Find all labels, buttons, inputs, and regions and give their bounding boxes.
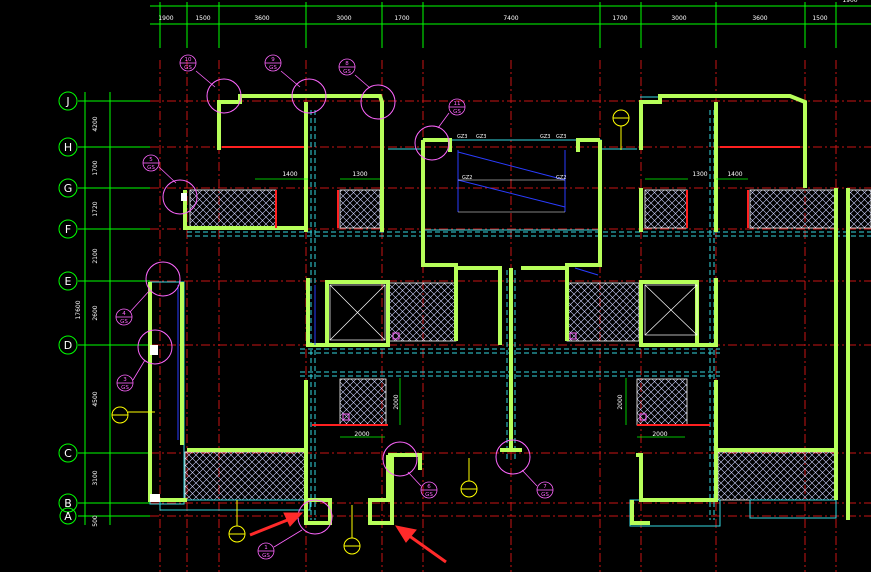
left-dim-7: 3100 (92, 470, 99, 485)
stair-label-1: GZ3 (457, 134, 467, 140)
stair-labels: GZ3 GZ3 GZ3 GZ3 GZ2 GZ2 (457, 134, 566, 181)
callout-9: 9 (271, 57, 275, 63)
walls (148, 94, 850, 525)
left-dim-4: 2100 (92, 248, 99, 263)
column-highlight-circles (137, 78, 531, 535)
stair-label-5: GZ2 (462, 175, 472, 181)
callout-3: 3 (123, 377, 127, 383)
inner-dimension-labels: 1400 1300 1300 1400 2000 2000 2000 2000 (282, 171, 742, 438)
red-wall-lines (222, 146, 800, 426)
hatched-slabs (184, 189, 871, 501)
axis-D: D (64, 339, 72, 352)
callout-1-ref: GS (262, 553, 270, 559)
axis-A: A (64, 510, 72, 523)
top-dim-11: 1900 (842, 0, 857, 4)
left-axis-letters: J H G F E D C B A (64, 95, 73, 523)
top-dim-9: 3600 (752, 15, 767, 22)
stair-label-6: GZ2 (556, 175, 566, 181)
left-dimension-labels: 4200 1700 1720 2100 2600 4500 3100 500 1… (75, 116, 99, 527)
stair-tread-lines (458, 179, 565, 213)
dim-2000-c: 2000 (393, 394, 400, 409)
axis-B: B (64, 497, 72, 510)
top-dim-4: 3000 (336, 15, 351, 22)
callout-4: 4 (122, 311, 126, 317)
top-dim-8: 3000 (671, 15, 686, 22)
dim-1400-right: 1400 (727, 171, 742, 178)
top-dim-7: 1700 (612, 15, 627, 22)
axis-G: G (64, 182, 73, 195)
callout-5-ref: GS (147, 165, 155, 171)
top-dim-3: 3600 (254, 15, 269, 22)
blue-lines (177, 150, 599, 440)
annotation-arrows (249, 512, 447, 564)
left-dim-6: 4500 (92, 391, 99, 406)
stair-label-3: GZ3 (540, 134, 550, 140)
top-dim-10: 1500 (812, 15, 827, 22)
callout-11: 11 (454, 101, 461, 107)
left-dim-5: 2600 (92, 305, 99, 320)
callout-3-ref: GS (121, 385, 129, 391)
top-dimension-line (150, 2, 871, 48)
elevator-shafts (329, 284, 698, 341)
callout-bubbles (115, 54, 554, 560)
left-total: 17600 (75, 300, 82, 319)
left-dim-8: 500 (92, 515, 99, 527)
callout-11-ref: GS (453, 109, 461, 115)
axis-C: C (64, 447, 72, 460)
callout-6-ref: GS (425, 492, 433, 498)
axis-J: J (65, 95, 69, 108)
callout-8-ref: GS (343, 69, 351, 75)
callout-6: 6 (427, 484, 431, 490)
left-dim-3: 1720 (92, 201, 99, 216)
callout-numbers: 10 GS 9 GS 8 GS 11 GS 5 GS 4 GS 3 GS 6 G… (120, 57, 549, 559)
dim-1300-left: 1300 (352, 171, 367, 178)
axis-E: E (65, 275, 72, 288)
top-dim-2: 1500 (195, 15, 210, 22)
callout-10-ref: GS (184, 65, 192, 71)
callout-7: 7 (543, 484, 547, 490)
column-markers (150, 193, 187, 502)
dim-1400-left: 1400 (282, 171, 297, 178)
callout-1: 1 (264, 545, 268, 551)
axis-F: F (65, 223, 71, 236)
callout-7-ref: GS (541, 492, 549, 498)
top-dim-1: 1900 (158, 15, 173, 22)
dim-2000-a: 2000 (354, 431, 369, 438)
inner-dimension-lines (255, 178, 748, 438)
dim-2000-d: 2000 (617, 394, 624, 409)
dim-2000-b: 2000 (652, 431, 667, 438)
callout-10: 10 (185, 57, 192, 63)
callout-4-ref: GS (120, 319, 128, 325)
top-dim-5: 1700 (394, 15, 409, 22)
dim-1300-right: 1300 (692, 171, 707, 178)
left-dim-2: 1700 (92, 160, 99, 175)
yellow-section-symbols (111, 109, 630, 555)
callout-5: 5 (149, 157, 153, 163)
magenta-markers (342, 332, 647, 421)
left-axis-bubbles (58, 91, 150, 525)
stair-label-2: GZ3 (476, 134, 486, 140)
top-dim-6: 7400 (503, 15, 518, 22)
axis-H: H (64, 141, 72, 154)
stair-label-4: GZ3 (556, 134, 566, 140)
top-dimension-labels: 1900 1500 3600 3000 1700 7400 1700 3000 … (158, 0, 857, 22)
callout-8: 8 (345, 61, 349, 67)
left-dim-1: 4200 (92, 116, 99, 131)
callout-9-ref: GS (269, 65, 277, 71)
